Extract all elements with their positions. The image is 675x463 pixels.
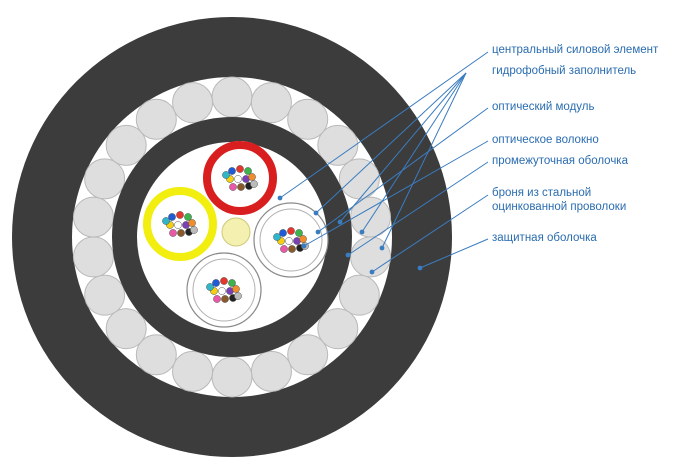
leader-dot <box>277 195 283 201</box>
label-optical-module: оптический модуль <box>492 101 595 113</box>
optical-fiber <box>244 167 252 175</box>
armor-wire <box>317 308 359 350</box>
leader-dot <box>359 229 365 235</box>
optical-module-white-bottom <box>186 252 262 328</box>
armor-wire <box>135 98 177 140</box>
armor-wire <box>250 350 292 392</box>
optical-fiber <box>279 229 287 237</box>
armor-wire <box>287 334 329 376</box>
label-central-strength-member: центральный силовой элемент <box>492 44 659 56</box>
armor-wire <box>135 334 177 376</box>
optical-fiber <box>288 245 296 253</box>
armor-wire <box>338 274 380 316</box>
optical-fiber <box>218 287 226 295</box>
optical-fiber <box>222 171 230 179</box>
label-protective-sheath: защитная оболочка <box>492 232 597 244</box>
leader-hydrophobic-filler <box>315 72 467 214</box>
label-intermediate-sheath: промежуточная оболочка <box>492 155 628 167</box>
module-jacket <box>203 141 277 215</box>
leader-intermediate-sheath <box>347 161 489 256</box>
leader-dot <box>337 219 343 225</box>
armor-wire <box>172 350 214 392</box>
armor-wire <box>250 82 292 124</box>
leader-dot <box>315 229 321 235</box>
leader-dot <box>417 265 423 271</box>
armor-wire <box>105 308 147 350</box>
leader-steel-wire-armor <box>371 194 489 273</box>
leader-dot <box>345 252 351 258</box>
module-jacket <box>143 187 217 261</box>
optical-fiber <box>220 277 228 285</box>
optical-fiber <box>188 219 196 227</box>
optical-fiber <box>169 229 177 237</box>
leader-hydrophobic-filler <box>381 72 467 249</box>
optical-fiber <box>295 229 303 237</box>
steel-wire-armor <box>72 76 392 398</box>
armor-wire <box>338 158 380 200</box>
optical-fiber <box>250 180 258 188</box>
armor-wire <box>84 274 126 316</box>
optical-fiber <box>248 173 256 181</box>
optical-fiber <box>228 279 236 287</box>
optical-module-red <box>203 141 277 215</box>
leader-central-strength-member <box>279 51 489 199</box>
optical-fiber <box>212 279 220 287</box>
armor-wire <box>211 356 253 398</box>
optical-fiber <box>221 295 229 303</box>
leader-hydrophobic-filler <box>339 72 467 223</box>
armor-wire <box>84 158 126 200</box>
leader-dot <box>301 243 307 249</box>
armor-wire <box>72 196 114 238</box>
leader-lines <box>277 51 489 275</box>
armor-wire <box>72 236 114 278</box>
module-inner-ring <box>192 258 256 322</box>
optical-module-white-right <box>253 202 329 278</box>
label-steel-wire-armor: броня из стальной <box>492 187 592 199</box>
leader-dot <box>379 245 385 251</box>
armor-wire <box>172 82 214 124</box>
optical-modules <box>143 141 329 328</box>
optical-fiber <box>176 211 184 219</box>
leader-hydrophobic-filler <box>361 72 467 233</box>
leader-optical-fiber <box>303 140 489 247</box>
optical-fiber <box>184 213 192 221</box>
leader-protective-sheath <box>419 238 489 269</box>
label-steel-wire-armor-line2: оцинкованной проволоки <box>492 201 627 213</box>
leader-dot <box>369 269 375 275</box>
armor-wire <box>287 98 329 140</box>
label-optical-fiber: оптическое волокно <box>492 134 599 146</box>
optical-fiber <box>228 167 236 175</box>
module-inner-ring <box>259 208 323 272</box>
optical-fiber <box>177 229 185 237</box>
leader-dot <box>313 210 319 216</box>
optical-module-yellow <box>143 187 217 261</box>
optical-fiber <box>280 245 288 253</box>
optical-fiber <box>287 227 295 235</box>
optical-fiber <box>229 183 237 191</box>
optical-fiber <box>174 221 182 229</box>
optical-fiber <box>213 295 221 303</box>
leader-optical-module <box>317 107 489 233</box>
optical-fiber <box>236 165 244 173</box>
armor-wire <box>317 124 359 166</box>
optical-fiber <box>234 292 242 300</box>
central-strength-member <box>221 217 251 247</box>
optical-fiber <box>299 235 307 243</box>
optical-fiber <box>206 283 214 291</box>
armor-wire <box>211 76 253 118</box>
optical-fiber <box>237 183 245 191</box>
optical-fiber <box>285 237 293 245</box>
optical-fiber <box>234 175 242 183</box>
armor-wire <box>105 124 147 166</box>
optical-fiber <box>232 285 240 293</box>
optical-fiber <box>162 217 170 225</box>
optical-fiber <box>190 226 198 234</box>
optical-fiber <box>168 213 176 221</box>
optical-fiber <box>273 233 281 241</box>
label-hydrophobic-filler: гидрофобный заполнитель <box>492 65 637 77</box>
